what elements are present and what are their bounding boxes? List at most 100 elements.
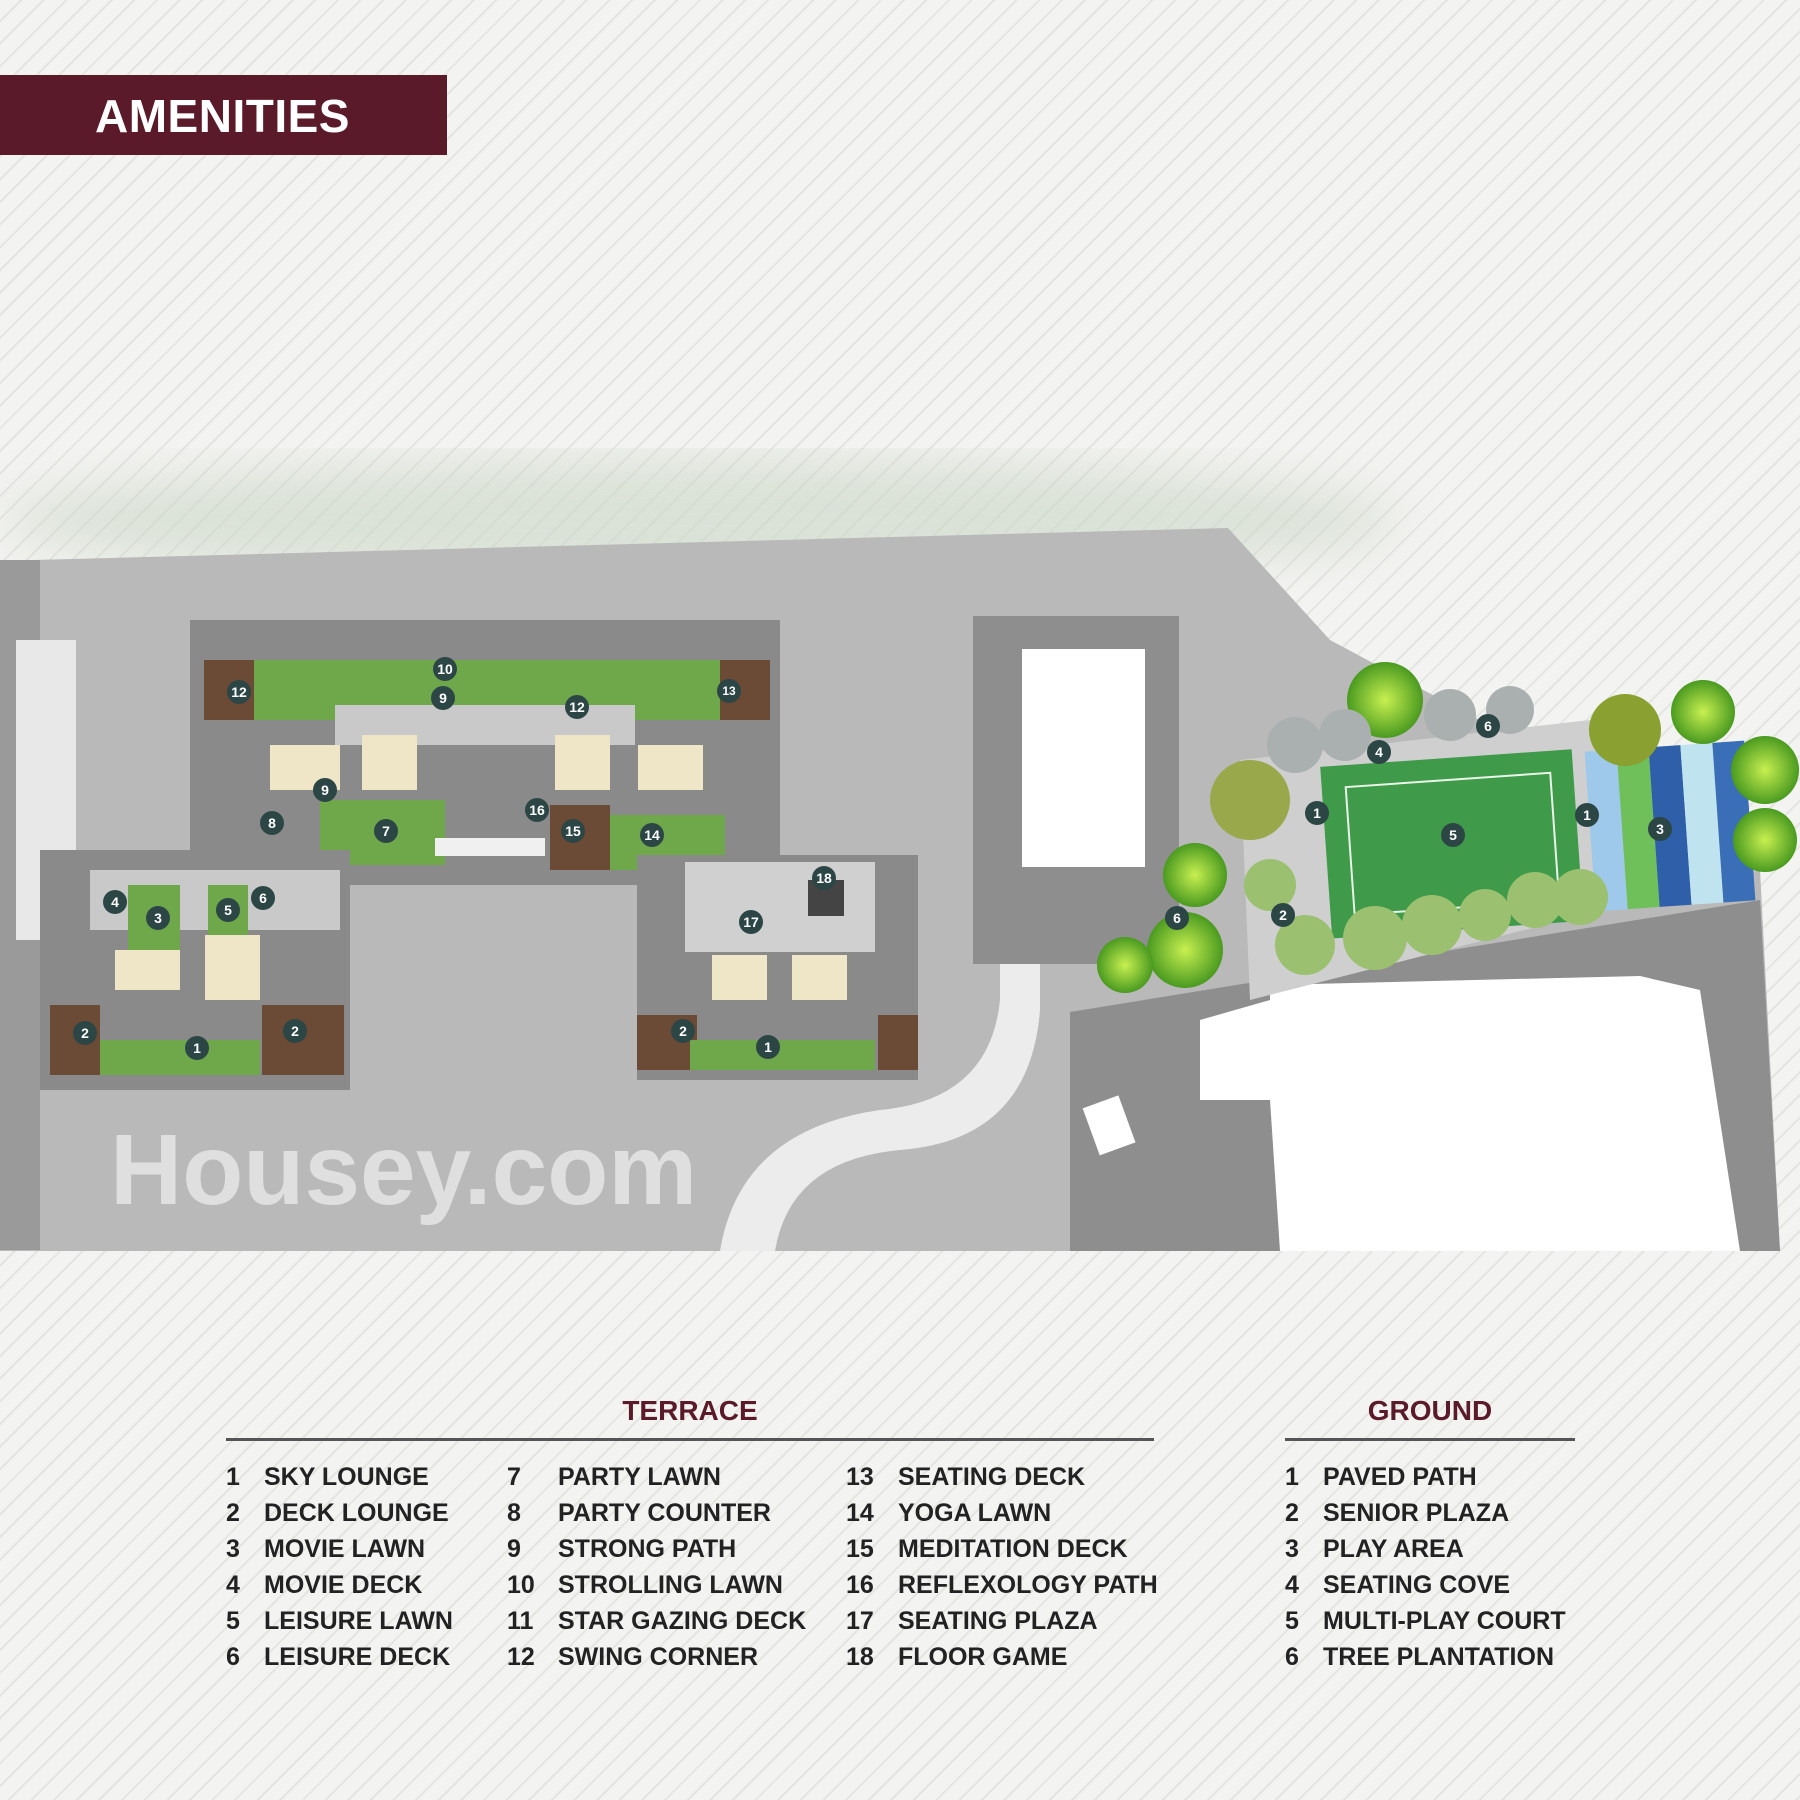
- legend-item: 13 SEATING DECK: [846, 1463, 1085, 1492]
- legend-number: 6: [1285, 1643, 1299, 1671]
- marker-ground-1: 1: [1575, 803, 1599, 827]
- legend-number: 4: [226, 1571, 240, 1599]
- legend-label: STRONG PATH: [558, 1535, 737, 1563]
- marker-terrace-2: 2: [283, 1019, 307, 1043]
- legend-label: STROLLING LAWN: [558, 1571, 783, 1599]
- legend-number: 1: [1285, 1463, 1299, 1491]
- legend-item: 15 MEDITATION DECK: [846, 1535, 1128, 1564]
- legend-label: SWING CORNER: [558, 1643, 758, 1671]
- legend-item: 12 SWING CORNER: [507, 1643, 758, 1672]
- marker-ground-1: 1: [1305, 801, 1329, 825]
- legend-number: 10: [507, 1571, 535, 1599]
- building-footprint-large: [1200, 976, 1740, 1251]
- legend-label: MULTI-PLAY COURT: [1323, 1607, 1566, 1635]
- legend-label: SEATING COVE: [1323, 1571, 1511, 1599]
- marker-terrace-8: 8: [260, 811, 284, 835]
- legend-label: SEATING DECK: [898, 1463, 1086, 1491]
- legend-item: 2 SENIOR PLAZA: [1285, 1499, 1509, 1528]
- terrace-divider: [226, 1438, 1154, 1441]
- marker-terrace-1: 1: [185, 1036, 209, 1060]
- legend-number: 3: [1285, 1535, 1299, 1563]
- legend-item: 5 LEISURE LAWN: [226, 1607, 453, 1636]
- legend-number: 7: [507, 1463, 521, 1491]
- legend-label: MOVIE LAWN: [264, 1535, 426, 1563]
- legend-item: 4 MOVIE DECK: [226, 1571, 422, 1600]
- legend-label: PARTY COUNTER: [558, 1499, 771, 1527]
- legend-number: 12: [507, 1643, 535, 1671]
- legend-label: PARTY LAWN: [558, 1463, 721, 1491]
- legend-number: 3: [226, 1535, 240, 1563]
- marker-terrace-9: 9: [431, 686, 455, 710]
- legend-item: 6 TREE PLANTATION: [1285, 1643, 1554, 1672]
- legend-number: 15: [846, 1535, 874, 1563]
- marker-ground-5: 5: [1441, 823, 1465, 847]
- legend-number: 16: [846, 1571, 874, 1599]
- legend-item: 3 MOVIE LAWN: [226, 1535, 425, 1564]
- legend-label: YOGA LAWN: [898, 1499, 1052, 1527]
- curved-road: [720, 964, 1040, 1251]
- legend-number: 13: [846, 1463, 874, 1491]
- legend-number: 2: [1285, 1499, 1299, 1527]
- watermark: Housey.com: [110, 1114, 698, 1226]
- legend-item: 7 PARTY LAWN: [507, 1463, 721, 1492]
- legend-label: TREE PLANTATION: [1323, 1643, 1555, 1671]
- legend-item: 8 PARTY COUNTER: [507, 1499, 771, 1528]
- trees: [1097, 662, 1799, 993]
- legend-number: 9: [507, 1535, 521, 1563]
- marker-ground-4: 4: [1367, 740, 1391, 764]
- legend-number: 4: [1285, 1571, 1299, 1599]
- legend-label: DECK LOUNGE: [264, 1499, 449, 1527]
- marker-ground-6: 6: [1476, 714, 1500, 738]
- legend-label: MEDITATION DECK: [898, 1535, 1128, 1563]
- legend-label: SKY LOUNGE: [264, 1463, 429, 1491]
- ground-heading: GROUND: [1367, 1395, 1493, 1426]
- legend-number: 17: [846, 1607, 874, 1635]
- marker-terrace-18: 18: [812, 866, 836, 890]
- marker-terrace-6: 6: [251, 886, 275, 910]
- marker-terrace-10: 10: [433, 657, 457, 681]
- seating-plaza: [685, 862, 875, 952]
- marker-terrace-12: 12: [565, 695, 589, 719]
- legend-item: 3 PLAY AREA: [1285, 1535, 1464, 1564]
- marker-terrace-4: 4: [103, 890, 127, 914]
- marker-terrace-16: 16: [525, 798, 549, 822]
- legend-label: LEISURE DECK: [264, 1643, 451, 1671]
- legend-label: SENIOR PLAZA: [1323, 1499, 1510, 1527]
- legend-item: 17 SEATING PLAZA: [846, 1607, 1098, 1636]
- marker-terrace-2: 2: [671, 1019, 695, 1043]
- legend-label: PLAY AREA: [1323, 1535, 1464, 1563]
- legend-number: 14: [846, 1499, 874, 1527]
- legend-label: LEISURE LAWN: [264, 1607, 453, 1635]
- legend-item: 10 STROLLING LAWN: [507, 1571, 783, 1600]
- marker-terrace-1: 1: [756, 1035, 780, 1059]
- marker-terrace-7: 7: [374, 819, 398, 843]
- legend-number: 5: [226, 1607, 240, 1635]
- legend-item: 1 PAVED PATH: [1285, 1463, 1477, 1492]
- marker-terrace-15: 15: [561, 819, 585, 843]
- legend-label: PAVED PATH: [1323, 1463, 1477, 1491]
- legend-number: 1: [226, 1463, 240, 1491]
- legend-item: 1 SKY LOUNGE: [226, 1463, 429, 1492]
- marker-ground-6: 6: [1165, 906, 1189, 930]
- legend-label: SEATING PLAZA: [898, 1607, 1098, 1635]
- legend-number: 8: [507, 1499, 521, 1527]
- page-title-banner: AMENITIES: [0, 75, 447, 155]
- marker-terrace-3: 3: [146, 906, 170, 930]
- terrace-heading: TERRACE: [622, 1395, 758, 1426]
- marker-ground-2: 2: [1271, 903, 1295, 927]
- legend-label: REFLEXOLOGY PATH: [898, 1571, 1158, 1599]
- marker-ground-3: 3: [1648, 817, 1672, 841]
- marker-terrace-12: 12: [227, 680, 251, 704]
- building-footprint: [1022, 649, 1145, 867]
- legend-item: 9 STRONG PATH: [507, 1535, 736, 1564]
- legend-number: 11: [507, 1607, 534, 1635]
- marker-terrace-13: 13: [717, 679, 741, 703]
- page-title: AMENITIES: [95, 90, 350, 142]
- legend-label: FLOOR GAME: [898, 1643, 1068, 1671]
- marker-terrace-9: 9: [313, 778, 337, 802]
- legend-label: MOVIE DECK: [264, 1571, 423, 1599]
- legend-number: 6: [226, 1643, 240, 1671]
